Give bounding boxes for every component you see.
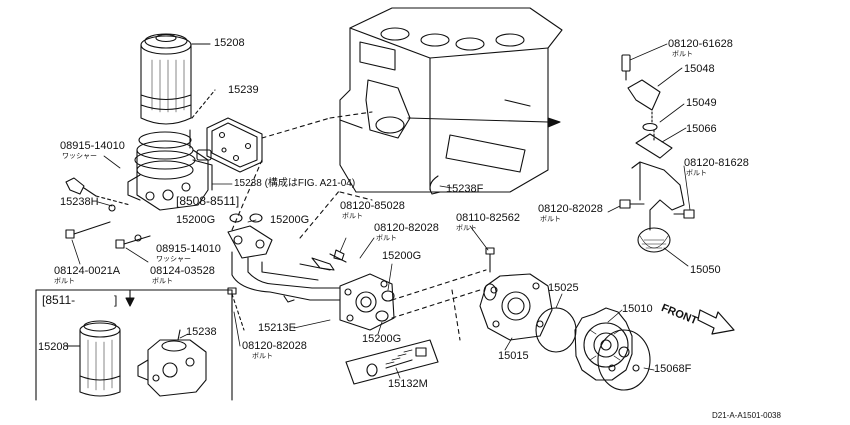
inset-box bbox=[35, 289, 233, 401]
label-08110-82562: 08110-82562 bbox=[456, 212, 521, 224]
label-15048: 15048 bbox=[684, 63, 715, 75]
label-bolt-i: ボルト bbox=[252, 353, 273, 360]
label-08120-82028-a: 08120-82028 bbox=[374, 222, 439, 234]
label-bolt-a: ボルト bbox=[54, 278, 75, 285]
o-rings bbox=[229, 213, 395, 322]
label-15238H: 15238H bbox=[60, 196, 99, 208]
oil-pump-body bbox=[479, 273, 553, 341]
pump-gear bbox=[574, 307, 633, 381]
label-08120-82028-b: 08120-82028 bbox=[538, 203, 603, 215]
label-15200G-b: 15200G bbox=[270, 214, 310, 226]
label-08915-14010-a: 08915-14010 bbox=[60, 140, 125, 152]
label-15200G-a: 15200G bbox=[176, 214, 216, 226]
label-15050: 15050 bbox=[690, 264, 721, 276]
label-08124-0021A: 08124-0021A bbox=[54, 265, 121, 277]
clip-part bbox=[429, 175, 441, 195]
label-15208-b: 15208 bbox=[38, 341, 69, 353]
pump-seal-ring bbox=[535, 307, 577, 353]
engine-block bbox=[339, 7, 563, 193]
strainer-assembly bbox=[619, 54, 695, 253]
label-15010: 15010 bbox=[622, 303, 653, 315]
oil-filter-cartridge bbox=[140, 33, 211, 125]
label-bolt-b: ボルト bbox=[152, 278, 173, 285]
label-15200G-d: 15200G bbox=[362, 333, 402, 345]
label-08915-14010-b: 08915-14010 bbox=[156, 243, 221, 255]
oil-pipe-assembly bbox=[227, 225, 395, 331]
pump-cover-plate bbox=[597, 329, 651, 391]
label-08120-81628: 08120-81628 bbox=[684, 157, 749, 169]
label-15208: 15208 bbox=[214, 37, 245, 49]
label-15132M: 15132M bbox=[388, 378, 428, 390]
label-08120-61628: 08120-61628 bbox=[668, 38, 733, 50]
front-arrow bbox=[697, 309, 735, 335]
label-15068F: 15068F bbox=[654, 363, 692, 375]
label-15213E: 15213E bbox=[258, 322, 296, 334]
label-15239: 15239 bbox=[228, 84, 259, 96]
label-15238-b: 15238 bbox=[186, 326, 217, 338]
label-diagram-code: D21-A-A1501-0038 bbox=[712, 411, 781, 420]
label-bolt-g: ボルト bbox=[686, 170, 707, 177]
label-washer-b: ワッシャー bbox=[156, 256, 191, 263]
sensor-plug bbox=[65, 177, 131, 212]
dashed-leaders bbox=[231, 159, 487, 341]
label-15238-note: 15238 (構成はFIG. A21-04) bbox=[234, 178, 356, 189]
label-15066: 15066 bbox=[686, 123, 717, 135]
label-08120-85028: 08120-85028 bbox=[340, 200, 405, 212]
bolts-left bbox=[65, 221, 495, 331]
label-15049: 15049 bbox=[686, 97, 717, 109]
label-bolt-e: ボルト bbox=[456, 225, 477, 232]
label-15238F: 15238F bbox=[446, 183, 484, 195]
relief-valve bbox=[345, 339, 439, 385]
label-08120-82028-c: 08120-82028 bbox=[242, 340, 307, 352]
label-serial-b: [8511- bbox=[42, 293, 76, 307]
label-15025: 15025 bbox=[548, 282, 579, 294]
gasket bbox=[206, 111, 373, 173]
label-bolt-h: ボルト bbox=[540, 216, 561, 223]
label-serial-b-close: ] bbox=[114, 293, 118, 307]
label-bolt-d: ボルト bbox=[376, 235, 397, 242]
label-15015: 15015 bbox=[498, 350, 529, 362]
label-leaders bbox=[65, 43, 691, 379]
arrowhead bbox=[547, 117, 561, 128]
label-bolt-c: ボルト bbox=[342, 213, 363, 220]
oil-filter-housing bbox=[127, 89, 216, 211]
arrow-to-pump bbox=[407, 117, 549, 123]
label-washer-a: ワッシャー bbox=[62, 153, 97, 160]
label-08124-03528: 08124-03528 bbox=[150, 265, 215, 277]
label-15200G-c: 15200G bbox=[382, 250, 422, 262]
label-bolt-f: ボルト bbox=[672, 51, 693, 58]
label-serial-a: [8508-8511] bbox=[176, 194, 240, 208]
